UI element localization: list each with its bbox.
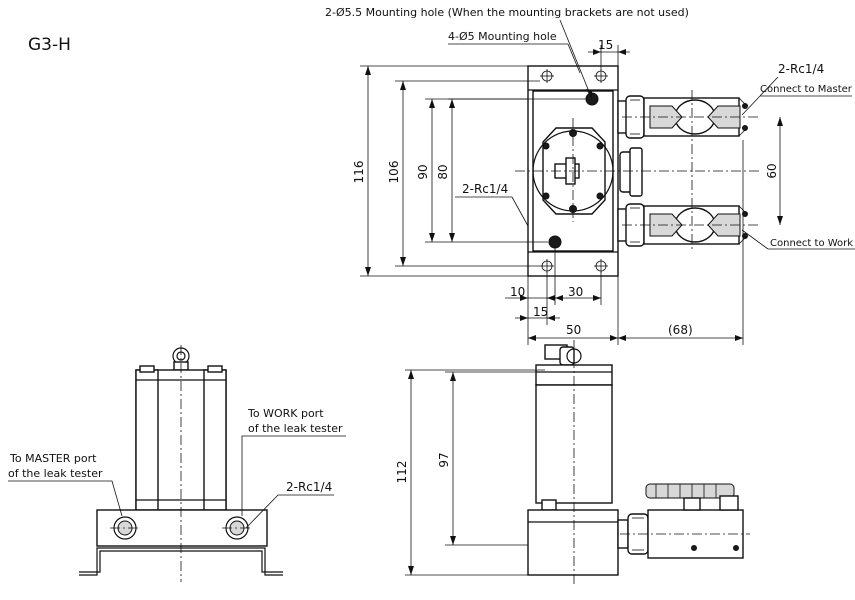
callout-rc-front: 2-Rc1/4 bbox=[286, 480, 332, 494]
vertical-dimensions bbox=[360, 65, 586, 277]
to-work-line2: of the leak tester bbox=[248, 422, 343, 435]
mounting-hole-icon bbox=[540, 69, 608, 273]
dim-50: 50 bbox=[566, 323, 581, 337]
dim-60: 60 bbox=[765, 163, 779, 178]
callout-rc-left: 2-Rc1/4 bbox=[462, 182, 508, 196]
dim-68: (68) bbox=[668, 323, 693, 337]
callout-mounting-hole-2: 2-Ø5.5 Mounting hole (When the mounting … bbox=[325, 6, 689, 19]
to-work-line1: To WORK port bbox=[247, 407, 324, 420]
to-master-line1: To MASTER port bbox=[9, 452, 97, 465]
top-view: 116 106 90 80 60 15 10 30 bbox=[325, 6, 855, 345]
dim-112: 112 bbox=[395, 461, 409, 484]
to-master-line2: of the leak tester bbox=[8, 467, 103, 480]
connect-master: Connect to Master bbox=[760, 84, 853, 95]
callout-mounting-hole-4: 4-Ø5 Mounting hole bbox=[448, 30, 557, 43]
dim-97: 97 bbox=[437, 452, 451, 467]
front-view: To WORK port of the leak tester To MASTE… bbox=[8, 345, 346, 582]
dim-30: 30 bbox=[568, 285, 583, 299]
dim-10: 10 bbox=[510, 285, 525, 299]
callout-rc-master: 2-Rc1/4 bbox=[778, 62, 824, 76]
dim-15-top: 15 bbox=[598, 38, 613, 52]
dim-90: 90 bbox=[416, 164, 430, 179]
side-view: 112 97 bbox=[395, 340, 750, 585]
dim-116: 116 bbox=[352, 161, 366, 184]
connect-work: Connect to Work bbox=[770, 238, 853, 249]
dim-80: 80 bbox=[436, 164, 450, 179]
dim-106: 106 bbox=[387, 161, 401, 184]
model-label: G3-H bbox=[28, 35, 71, 55]
dim-15-bottom: 15 bbox=[533, 305, 548, 319]
